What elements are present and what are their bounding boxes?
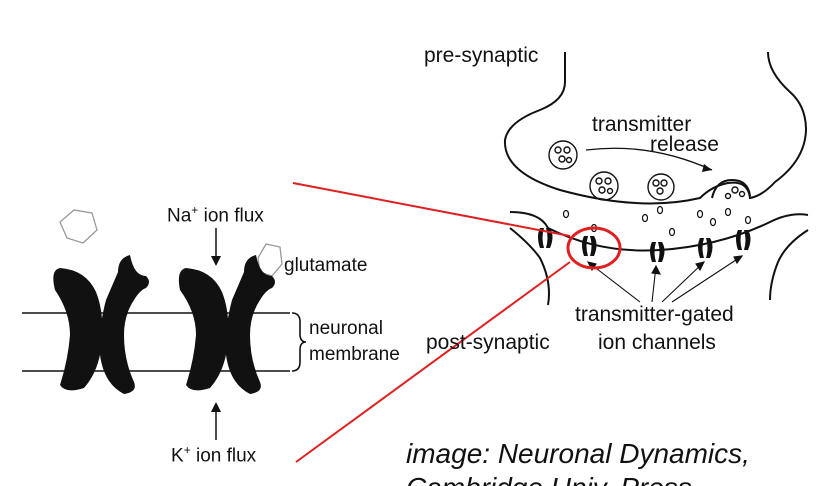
ion-channels-label: ion channels bbox=[598, 331, 716, 354]
na-ion-flux-label: Na+ ion flux bbox=[167, 203, 264, 227]
pre-synaptic-label: pre-synaptic bbox=[424, 44, 539, 67]
presynaptic-terminal-outline bbox=[503, 51, 808, 205]
postsynaptic-membrane-left-arm bbox=[509, 227, 550, 306]
na-charge: + bbox=[191, 203, 199, 217]
post-synaptic-label: post-synaptic bbox=[426, 331, 550, 354]
transmitter-gated-label: transmitter-gated bbox=[575, 303, 734, 326]
na-symbol: Na bbox=[167, 205, 192, 227]
k-ion-flux-label: K+ ion flux bbox=[171, 443, 256, 467]
highlight-circle bbox=[566, 226, 622, 270]
vesicle bbox=[589, 171, 619, 201]
release-label: release bbox=[650, 133, 719, 156]
synapse-ion-channel bbox=[582, 236, 597, 256]
transmitter-label: transmitter bbox=[592, 113, 692, 136]
channel-left-half bbox=[53, 268, 103, 391]
channel-right-half bbox=[225, 255, 275, 394]
vesicle bbox=[548, 140, 578, 170]
channel-left-half bbox=[178, 268, 229, 391]
glutamate-label: glutamate bbox=[284, 255, 368, 276]
red-connector-top bbox=[292, 182, 571, 237]
postsynaptic-membrane-right-arm bbox=[769, 229, 809, 301]
image-credit-line-1: image: Neuronal Dynamics, bbox=[406, 438, 750, 469]
k-symbol: K bbox=[171, 445, 184, 467]
na-flux-text: ion flux bbox=[203, 205, 264, 227]
membrane-label: membrane bbox=[309, 344, 400, 365]
neuronal-label: neuronal bbox=[309, 318, 383, 339]
released-transmitter bbox=[562, 205, 752, 237]
k-charge: + bbox=[183, 443, 191, 457]
channel-right-half bbox=[99, 255, 149, 394]
synapse-ion-channel bbox=[736, 230, 751, 250]
vesicle bbox=[647, 173, 675, 201]
synapse-ion-channel bbox=[650, 242, 665, 262]
image-credit-line-2: Cambridge Univ. Press bbox=[406, 472, 692, 486]
release-vesicle bbox=[724, 186, 746, 200]
glutamate-molecule bbox=[59, 209, 98, 244]
membrane-brace bbox=[291, 312, 307, 372]
release-bulge bbox=[711, 178, 751, 199]
k-flux-text: ion flux bbox=[195, 445, 257, 467]
synapse-ion-channel bbox=[698, 238, 713, 258]
transmitter-release-arrow bbox=[585, 147, 713, 171]
red-connector-bottom bbox=[295, 261, 571, 463]
